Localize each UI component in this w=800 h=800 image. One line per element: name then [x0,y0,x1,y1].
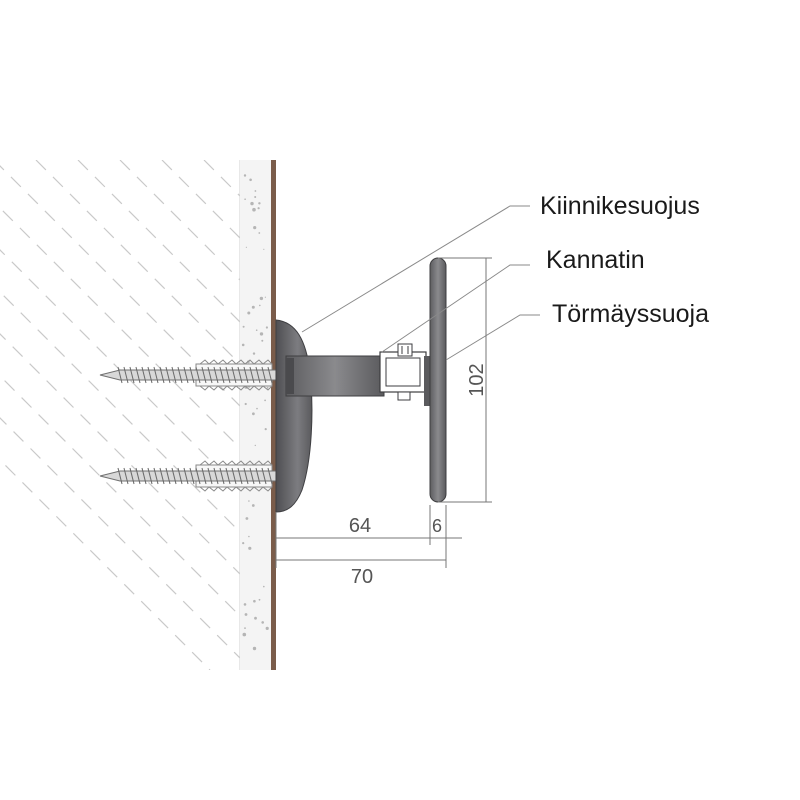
label-bracket-cover: Kiinnikesuojus [540,192,700,220]
screw-upper [99,359,277,391]
dimension-total-value: 70 [351,566,373,588]
bracket-arm [285,343,430,406]
dimension-bumper-thickness-value: 6 [432,516,442,536]
dimension-height [438,257,492,503]
leader-bracket-cover [301,205,530,333]
dimension-height-value: 102 [466,363,488,396]
bumper-profile [429,257,447,503]
dimension-depth-value: 64 [349,515,371,537]
label-bumper: Törmäyssuoja [552,300,709,328]
bracket-cover [275,319,313,513]
label-bracket: Kannatin [546,246,645,274]
wall-surface [271,160,276,670]
dimension-depth [275,505,462,568]
screw-lower [99,460,277,492]
leader-bracket [381,264,530,353]
wall-hatch [0,160,241,670]
plaster-layer [240,160,272,670]
leader-lines [301,205,540,361]
leader-bumper [445,314,540,361]
